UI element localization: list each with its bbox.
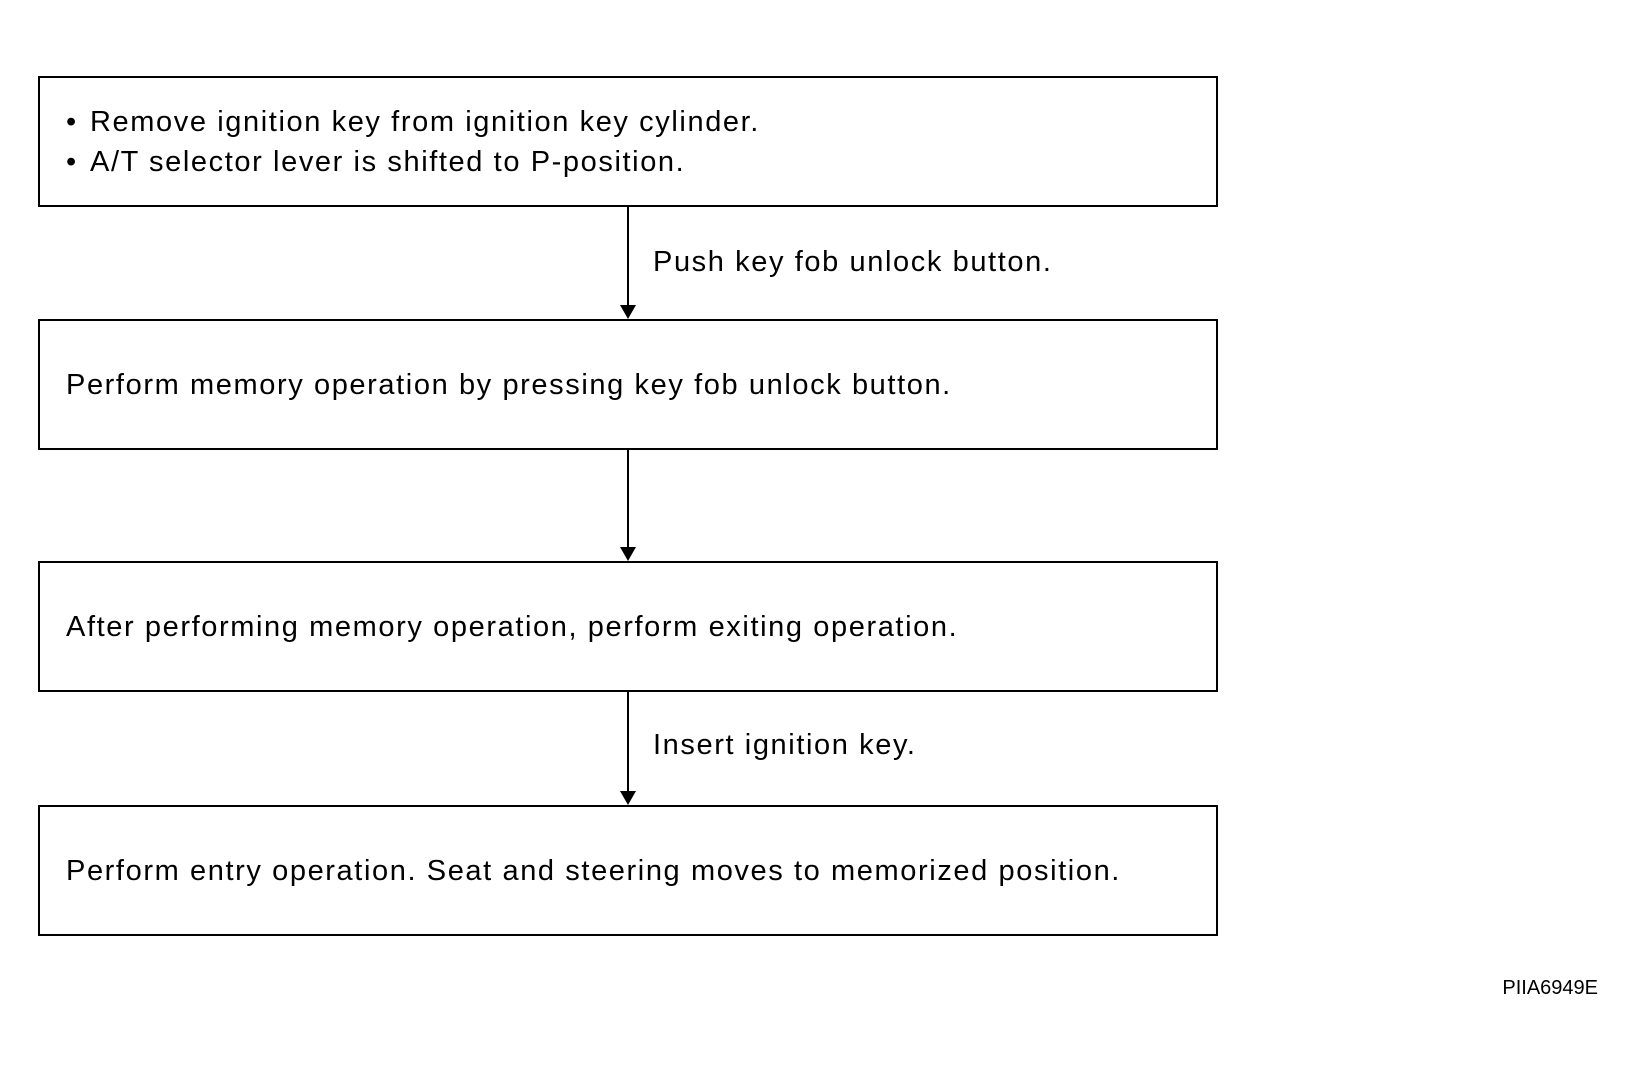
- bullet-icon: •: [66, 145, 78, 178]
- arrow-step3-to-step4: [620, 692, 636, 805]
- step-box-3: After performing memory operation, perfo…: [38, 561, 1218, 692]
- step-4-text: Perform entry operation. Seat and steeri…: [66, 854, 1121, 887]
- transition-label-3: Insert ignition key.: [653, 729, 917, 761]
- step-box-4: Perform entry operation. Seat and steeri…: [38, 805, 1218, 936]
- arrow-step2-to-step3: [620, 450, 636, 561]
- bullet-icon: •: [66, 105, 78, 138]
- arrow-step1-to-step2: [620, 207, 636, 319]
- step-1-bullet-text: Remove ignition key from ignition key cy…: [90, 105, 760, 138]
- step-1-content: • Remove ignition key from ignition key c…: [66, 78, 760, 205]
- step-3-text: After performing memory operation, perfo…: [66, 610, 959, 643]
- step-2-text: Perform memory operation by pressing key…: [66, 368, 952, 401]
- step-1-bullet-item: • A/T selector lever is shifted to P-posi…: [66, 142, 760, 182]
- transition-label-1: Push key fob unlock button.: [653, 246, 1053, 278]
- step-1-bullet-list: • Remove ignition key from ignition key c…: [66, 102, 760, 182]
- step-box-1: • Remove ignition key from ignition key c…: [38, 76, 1218, 207]
- figure-code: PIIA6949E: [1502, 977, 1598, 999]
- step-1-bullet-text: A/T selector lever is shifted to P-posit…: [90, 145, 686, 178]
- step-box-2: Perform memory operation by pressing key…: [38, 319, 1218, 450]
- step-1-bullet-item: • Remove ignition key from ignition key c…: [66, 102, 760, 142]
